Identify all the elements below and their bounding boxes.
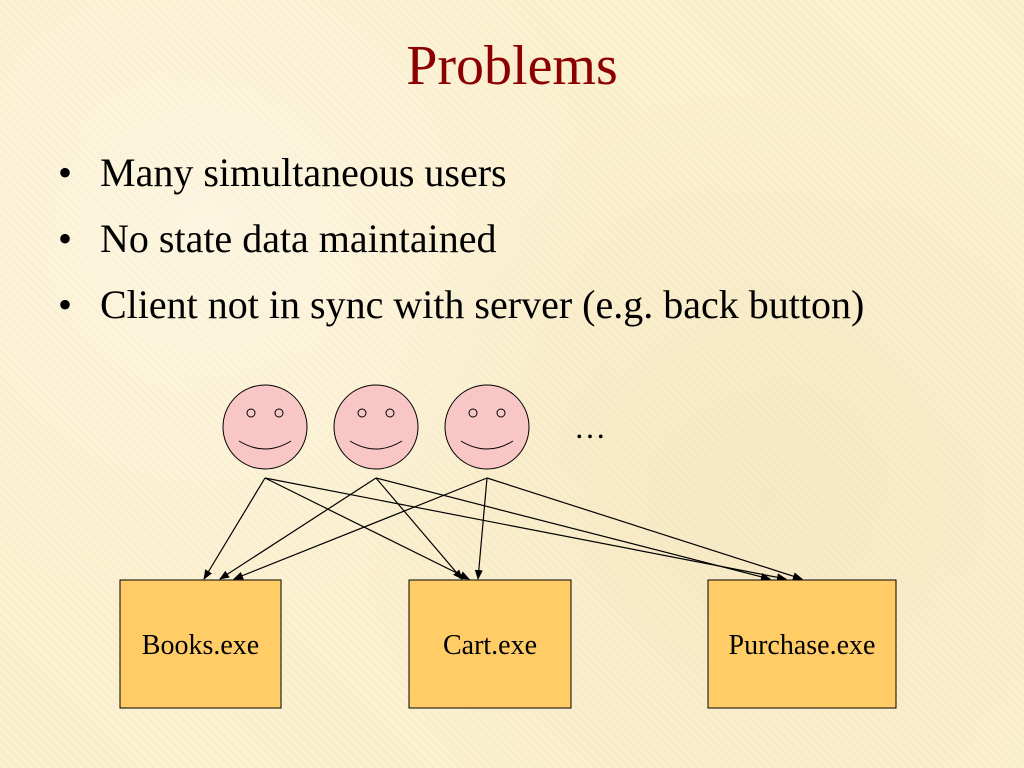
- bullet-item: • Client not in sync with server (e.g. ba…: [58, 272, 864, 338]
- bullet-dot: •: [58, 282, 73, 327]
- connection-arrow: [486, 477, 803, 581]
- bullet-item: • No state data maintained: [58, 206, 864, 272]
- eye-right: [274, 408, 284, 418]
- connection-arrow: [264, 477, 787, 582]
- program-box: Purchase.exe: [707, 579, 897, 709]
- connection-arrow: [375, 477, 771, 581]
- connection-arrow: [375, 477, 463, 580]
- eye-right: [496, 408, 506, 418]
- face-circle: [222, 384, 308, 470]
- connection-arrow: [474, 477, 488, 580]
- users-group: [222, 384, 530, 470]
- program-label: Cart.exe: [443, 630, 537, 661]
- program-box: Books.exe: [119, 579, 282, 709]
- eye-right: [385, 408, 395, 418]
- program-box-rect: [408, 579, 572, 709]
- bullet-dot: •: [58, 150, 73, 195]
- bullet-text: Many simultaneous users: [100, 150, 507, 195]
- more-users-ellipsis: …: [574, 409, 606, 445]
- connection-arrow: [264, 477, 470, 580]
- bullet-text: No state data maintained: [100, 216, 497, 261]
- connection-arrows: [203, 477, 803, 582]
- smiley-face-icon: [222, 384, 308, 470]
- programs-group: Books.exe Cart.exe Purchase.exe: [119, 579, 897, 709]
- connection-arrow: [219, 477, 377, 580]
- slide-title: Problems: [406, 35, 618, 97]
- smiley-face-icon: [444, 384, 530, 470]
- program-box: Cart.exe: [408, 579, 572, 709]
- program-label: Books.exe: [142, 630, 259, 661]
- program-box-rect: [707, 579, 897, 709]
- face-circle: [333, 384, 419, 470]
- connection-arrow: [233, 477, 488, 580]
- program-box-rect: [119, 579, 282, 709]
- smiley-face-icon: [333, 384, 419, 470]
- eye-left: [246, 408, 256, 418]
- bullet-item: • Many simultaneous users: [58, 140, 864, 206]
- bullet-dot: •: [58, 216, 73, 261]
- mouth: [349, 440, 403, 450]
- mouth: [238, 440, 292, 450]
- eye-left: [468, 408, 478, 418]
- face-circle: [444, 384, 530, 470]
- connection-arrow: [203, 477, 266, 580]
- program-label: Purchase.exe: [729, 630, 876, 661]
- eye-left: [357, 408, 367, 418]
- bullet-text: Client not in sync with server (e.g. bac…: [100, 282, 865, 327]
- mouth: [460, 440, 514, 450]
- bullet-list: • Many simultaneous users • No state data …: [58, 140, 864, 338]
